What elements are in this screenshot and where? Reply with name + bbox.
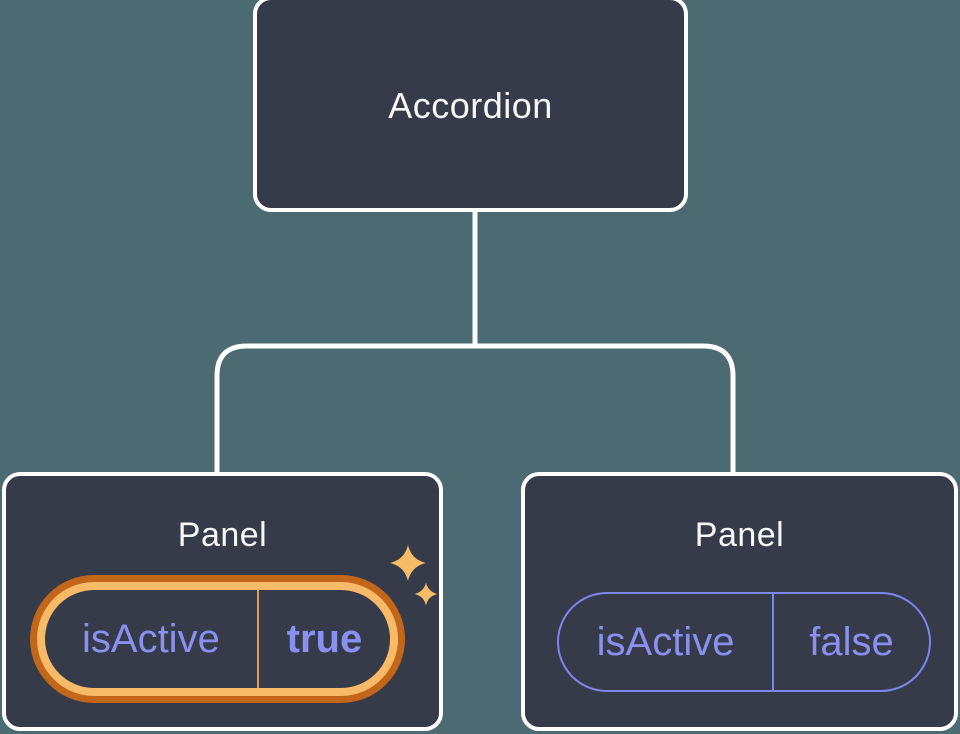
prop-pill-inactive: isActive false (557, 592, 931, 692)
prop-value: true (256, 590, 390, 688)
connector-branch (214, 343, 736, 474)
prop-value: false (772, 594, 929, 690)
accordion-node: Accordion (253, 0, 688, 212)
panel-node-label: Panel (177, 516, 268, 554)
panel-node-label: Panel (694, 516, 785, 554)
prop-name: isActive (596, 619, 735, 664)
prop-pill-active: isActive true (30, 575, 405, 703)
panel-node-active: Panel isActive true (2, 472, 443, 731)
panel-node-inactive: Panel isActive false (521, 472, 958, 731)
prop-pill-active-inner-ring: isActive true (37, 582, 398, 696)
sparkle-small-icon (414, 582, 438, 606)
accordion-node-label: Accordion (388, 85, 553, 126)
prop-name: isActive (82, 616, 220, 661)
prop-pill-active-core: isActive true (45, 590, 390, 688)
